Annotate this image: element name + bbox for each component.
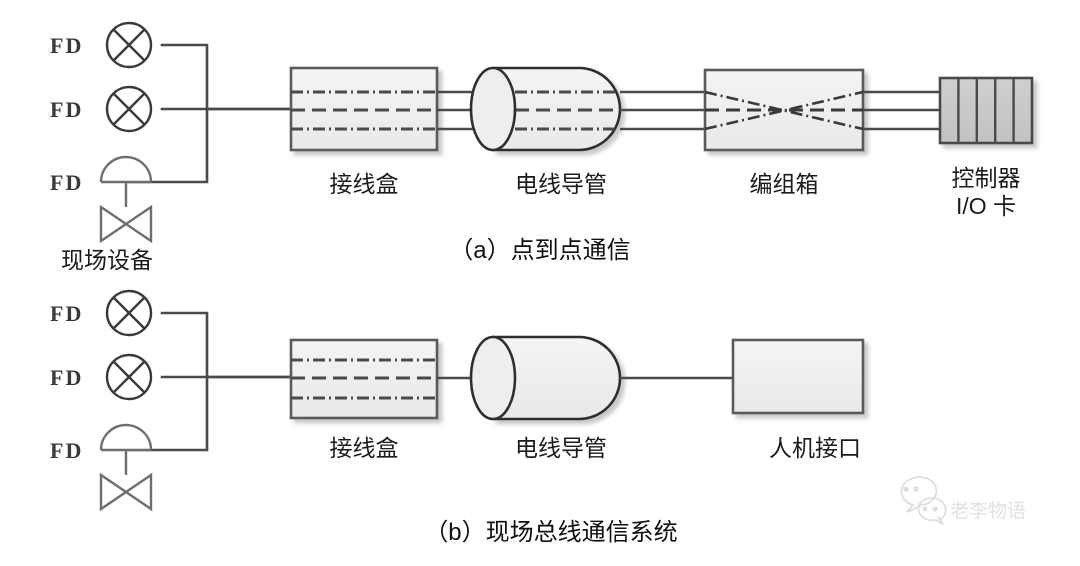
transmitter-circle-x-icon xyxy=(105,353,153,401)
transmitter-circle-x-icon xyxy=(105,21,153,69)
fd-tag-label: FD xyxy=(50,33,83,58)
cross-line-up xyxy=(705,90,863,131)
wire-device1 xyxy=(160,43,293,111)
panel-a: FD FD FD xyxy=(50,21,1034,273)
marshalling-cabinet[interactable] xyxy=(703,68,865,152)
field-device-3[interactable]: FD xyxy=(50,423,153,512)
junction-box[interactable] xyxy=(289,338,439,420)
conduit[interactable] xyxy=(469,335,622,421)
panel-a-wiring xyxy=(128,43,293,184)
watermark: 老李物语 xyxy=(900,476,1026,525)
junction-box[interactable] xyxy=(289,66,439,152)
panel-a-wires-conduit-marshalling xyxy=(620,90,705,131)
cross-line-down xyxy=(705,90,863,131)
controller-io-card-label-line1: 控制器 xyxy=(952,165,1021,191)
conduit[interactable] xyxy=(469,66,625,152)
wechat-icon xyxy=(900,476,947,525)
transmitter-circle-x-icon xyxy=(105,289,153,337)
control-valve-icon xyxy=(99,423,153,512)
fd-tag-label: FD xyxy=(50,438,83,463)
panel-b-wiring xyxy=(128,311,293,452)
panel-b-caption: （b）现场总线通信系统 xyxy=(424,519,677,546)
conduit-end-ellipse xyxy=(469,335,517,421)
fd-tag-label: FD xyxy=(50,365,83,390)
field-devices-group-label: 现场设备 xyxy=(61,247,153,273)
field-device-2[interactable]: FD xyxy=(50,85,153,133)
field-device-1[interactable]: FD xyxy=(50,21,153,69)
panel-b: FD FD FD xyxy=(50,289,865,546)
field-device-2[interactable]: FD xyxy=(50,353,153,401)
wire-device3 xyxy=(128,107,209,184)
field-device-3[interactable]: FD xyxy=(50,155,153,244)
wire-device1 xyxy=(160,311,293,379)
watermark-text: 老李物语 xyxy=(950,500,1026,522)
hmi-label: 人机接口 xyxy=(769,435,861,461)
junction-box-label: 接线盒 xyxy=(330,171,399,197)
fd-tag-label: FD xyxy=(50,170,83,195)
conduit-end-ellipse xyxy=(469,66,517,152)
control-valve-icon xyxy=(99,155,153,244)
hmi-box[interactable] xyxy=(731,338,865,415)
transmitter-circle-x-icon xyxy=(105,85,153,133)
marshalling-cabinet-label: 编组箱 xyxy=(750,171,819,197)
panel-a-wires-marshalling-iocard xyxy=(863,90,940,131)
field-device-1[interactable]: FD xyxy=(50,289,153,337)
io-card-slots xyxy=(957,78,1015,143)
conduit-label: 电线导管 xyxy=(515,171,607,197)
wire-device3 xyxy=(128,375,209,452)
fd-tag-label: FD xyxy=(50,97,83,122)
controller-io-card-label-line2: I/O 卡 xyxy=(956,193,1016,219)
fd-tag-label: FD xyxy=(50,301,83,326)
panel-a-caption: （a）点到点通信 xyxy=(449,237,630,264)
controller-io-card[interactable] xyxy=(938,76,1034,145)
conduit-label: 电线导管 xyxy=(515,435,607,461)
junction-box-label: 接线盒 xyxy=(330,435,399,461)
